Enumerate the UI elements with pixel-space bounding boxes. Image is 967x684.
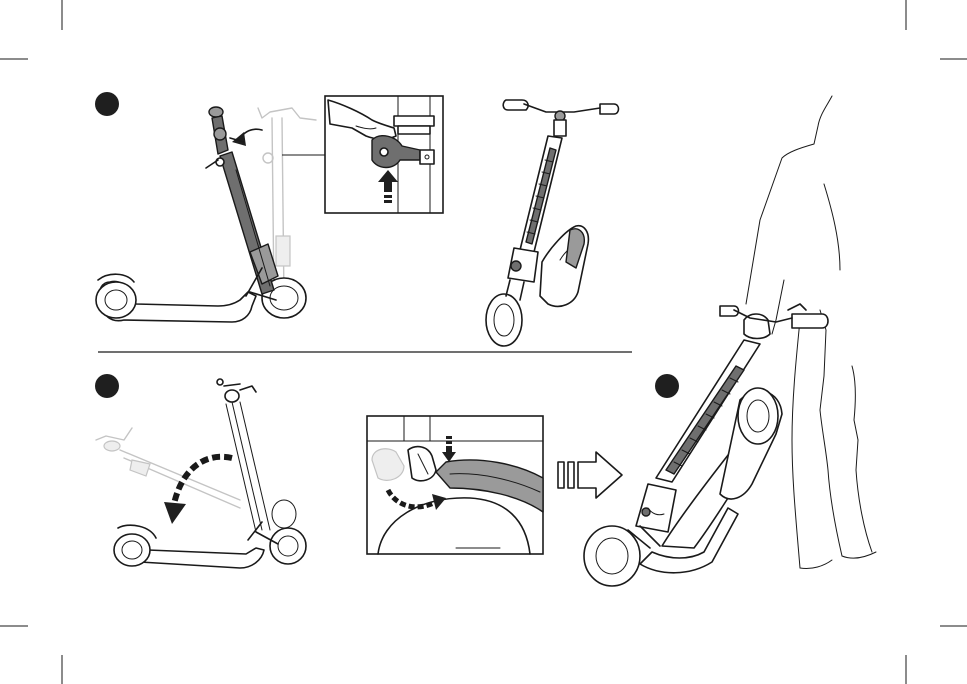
step-1-lever-detail-inset bbox=[282, 96, 443, 213]
ghost-fold-position bbox=[96, 428, 240, 508]
step-3-carry-scooter bbox=[584, 96, 876, 586]
step-dot-2 bbox=[95, 374, 119, 398]
step-2-latch-detail-inset bbox=[367, 416, 543, 554]
arrow-right-icon bbox=[558, 452, 622, 498]
step-2-fold-scooter bbox=[96, 379, 306, 568]
step-1-unfold-scooter bbox=[96, 107, 316, 322]
step-dot-3 bbox=[655, 374, 679, 398]
curved-arrow-icon bbox=[174, 457, 232, 504]
step-dot-1 bbox=[95, 92, 119, 116]
upright-scooter bbox=[486, 100, 619, 346]
